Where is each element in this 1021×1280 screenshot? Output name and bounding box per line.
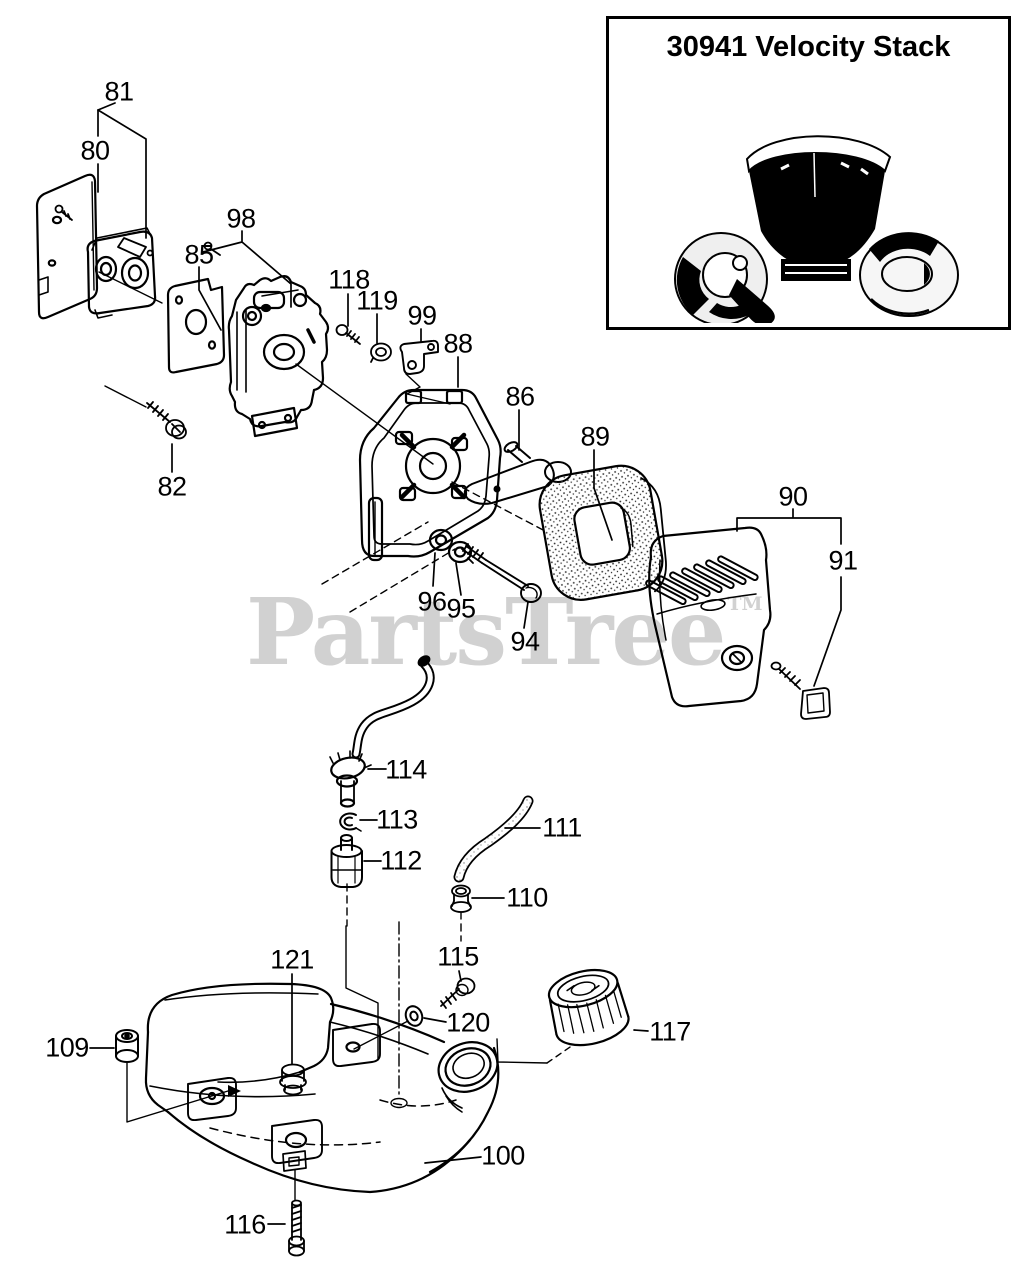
callout-80: 80 [80, 135, 110, 166]
part-118-screw [335, 324, 361, 345]
part-90-air-cleaner-cover [645, 526, 772, 708]
leader-90 [736, 508, 842, 545]
part-81-manifold [86, 227, 157, 319]
leader-98 [202, 230, 292, 308]
leader-117 [633, 1029, 649, 1032]
callout-120: 120 [446, 1007, 490, 1038]
part-98-carburetor [227, 275, 330, 438]
part-114-fuel-line-fitting [329, 655, 435, 808]
callout-94: 94 [510, 626, 540, 657]
arrow-109 [228, 1085, 241, 1097]
leader-96 [432, 552, 436, 587]
part-96-washer [428, 528, 454, 552]
leader-81-80 [97, 102, 116, 193]
velocity-stack-bowl [745, 135, 892, 281]
inset-title: 30941 Velocity Stack [666, 31, 951, 63]
leader-120 [423, 1017, 447, 1023]
callout-89: 89 [580, 421, 610, 452]
velocity-stack-photo [674, 135, 959, 323]
callout-96: 96 [417, 586, 447, 617]
callout-116: 116 [224, 1209, 266, 1240]
part-80-plate [35, 173, 99, 320]
callout-99: 99 [407, 300, 437, 331]
part-110-grommet [450, 884, 472, 913]
velocity-stack-left-disc [674, 232, 775, 323]
callout-119: 119 [356, 285, 398, 316]
callout-115: 115 [437, 941, 479, 972]
part-116-screw [288, 1199, 305, 1257]
part-111-fuel-hose [453, 795, 534, 883]
callout-111: 111 [542, 812, 582, 843]
callout-90: 90 [778, 481, 808, 512]
callout-81: 81 [104, 76, 134, 107]
part-117-fuel-cap [547, 968, 630, 1047]
part-119-nut [370, 342, 392, 363]
hidden-lines [98, 271, 574, 1201]
leader-100 [424, 1156, 482, 1164]
leader-94 [523, 601, 529, 629]
part-120-washer [404, 1005, 424, 1027]
velocity-stack-right-disc [859, 232, 959, 317]
callout-121: 121 [270, 944, 314, 975]
callout-109: 109 [45, 1032, 89, 1063]
callout-100: 100 [481, 1140, 525, 1171]
leader-81 [97, 109, 147, 239]
watermark-text: PartsTree [246, 578, 726, 686]
part-109-bushing [115, 1029, 139, 1063]
leader-85 [198, 266, 222, 331]
callout-88: 88 [443, 328, 473, 359]
callout-110: 110 [506, 882, 548, 913]
part-85-gasket [166, 277, 226, 374]
callout-86: 86 [505, 381, 535, 412]
callout-117: 117 [649, 1016, 691, 1047]
callout-95: 95 [446, 593, 476, 624]
part-113-clip [339, 812, 362, 832]
part-88-air-cleaner-base [358, 388, 502, 562]
callout-98: 98 [226, 203, 256, 234]
part-121-grommet [279, 1063, 307, 1096]
part-91-cover-screw [770, 661, 831, 720]
callout-85: 85 [184, 239, 214, 270]
part-94-bolt [461, 543, 542, 603]
part-115-screw [440, 977, 476, 1009]
leader-89 [593, 449, 613, 541]
callout-113: 113 [376, 804, 418, 835]
leader-95 [455, 562, 462, 596]
small-fasteners [54, 204, 221, 258]
leader-lines [89, 102, 842, 1225]
part-89-air-filter-element [538, 464, 667, 601]
callout-112: 112 [380, 845, 422, 876]
watermark-tm-mark: TM [727, 593, 763, 615]
part-100-fuel-tank [144, 982, 500, 1194]
part-99-lever [399, 339, 439, 375]
callout-118: 118 [328, 264, 370, 295]
callout-114: 114 [385, 754, 427, 785]
part-82-screw [146, 401, 187, 440]
callout-91: 91 [828, 545, 858, 576]
leader-91 [813, 576, 842, 687]
inset-box: 30941 Velocity Stack [606, 16, 1011, 330]
callout-82: 82 [157, 471, 187, 502]
leader-115 [458, 970, 462, 982]
part-112-fuel-filter [330, 834, 363, 888]
